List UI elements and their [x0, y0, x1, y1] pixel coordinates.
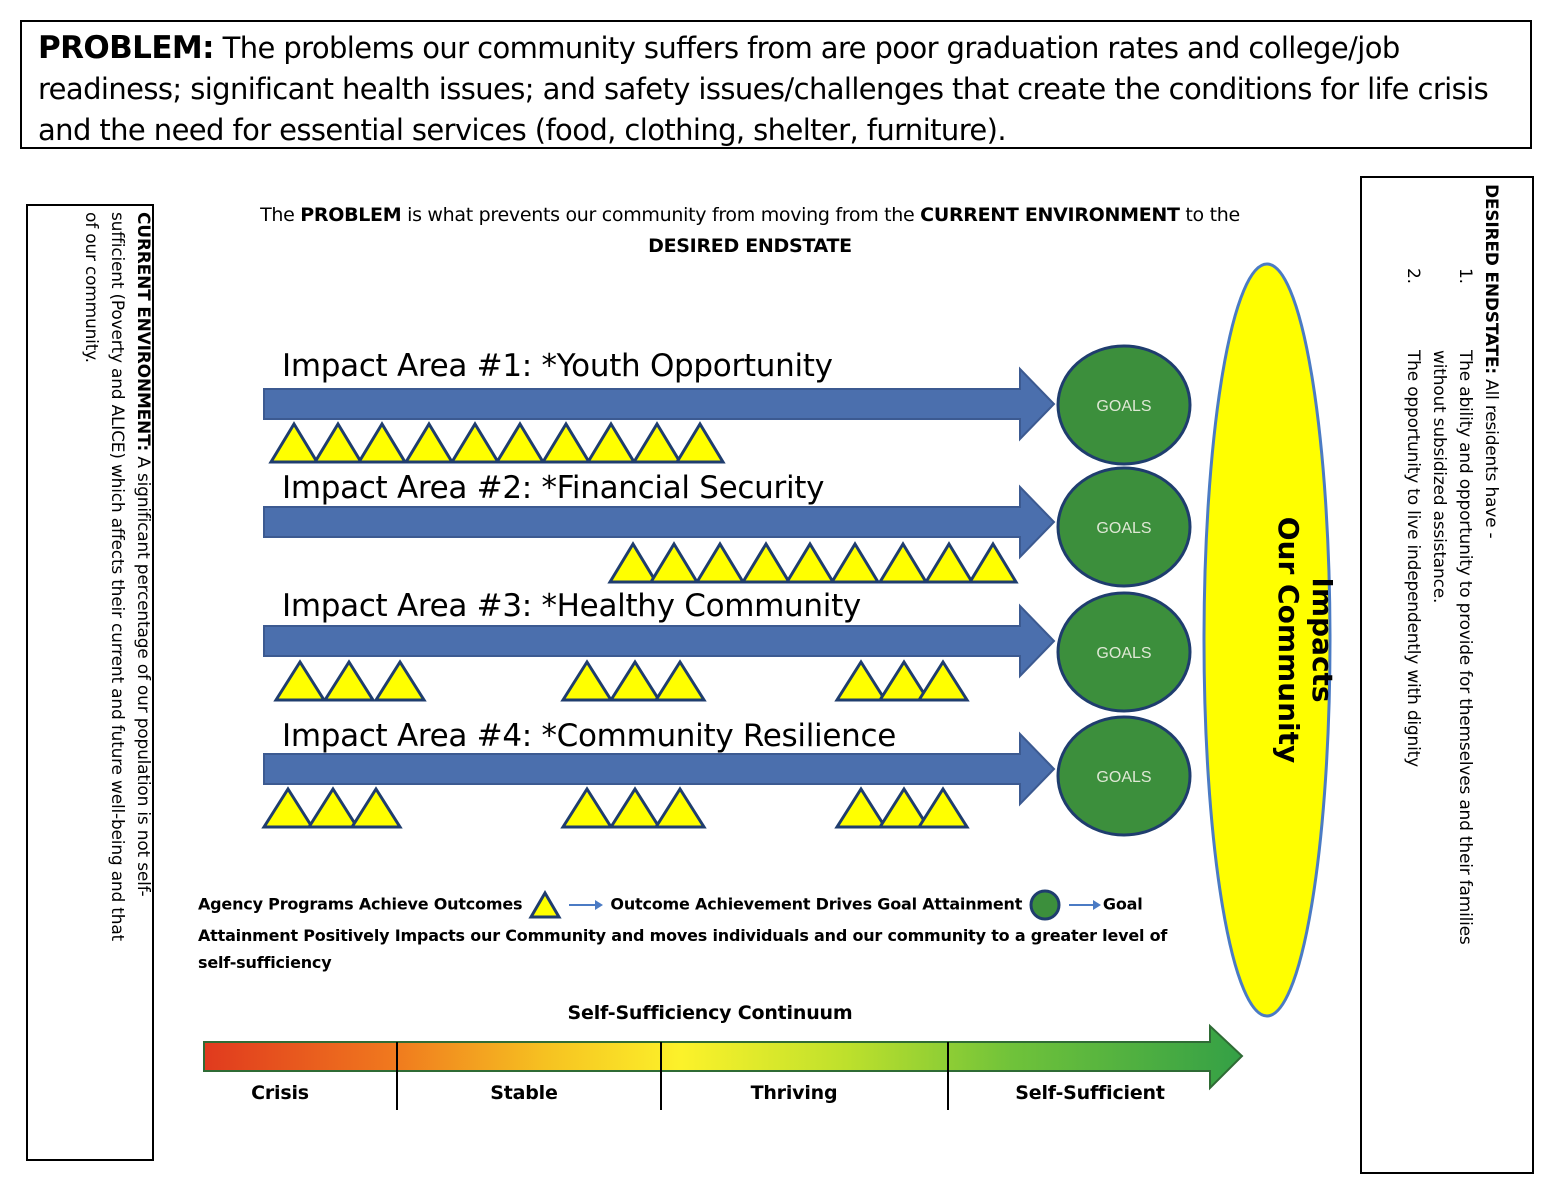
- outcome-triangle: [967, 541, 1019, 584]
- outcome-triangle: [273, 659, 327, 702]
- outcome-triangle: [631, 421, 683, 464]
- problem-box: PROBLEM: The problems our community suff…: [20, 20, 1532, 149]
- goal-label-1: GOALS: [1096, 398, 1151, 415]
- intro-bold-problem: PROBLEM: [300, 204, 402, 226]
- legend-part1: Agency Programs Achieve Outcomes: [198, 894, 523, 914]
- outcome-triangle: [877, 541, 929, 584]
- intro-bold-desired: DESIRED ENDSTATE: [648, 235, 852, 257]
- outcome-triangle: [740, 541, 792, 584]
- outcome-triangle: [916, 659, 970, 702]
- outcome-triangle: [653, 786, 707, 829]
- goal-label-4: GOALS: [1096, 769, 1151, 786]
- outcome-triangle: [674, 421, 726, 464]
- legend-arrow-icon-2: [1068, 900, 1101, 910]
- outcome-triangle: [261, 786, 315, 829]
- goal-label-3: GOALS: [1096, 645, 1151, 662]
- continuum-stage-stable: Stable: [490, 1082, 558, 1104]
- intro-part3: to the: [1179, 204, 1240, 226]
- intro-part1: The: [260, 204, 301, 226]
- goal-circle-3: [1056, 591, 1192, 713]
- outcome-triangles-2: [607, 541, 1019, 584]
- outcome-triangle: [877, 786, 931, 829]
- outcome-triangle: [877, 659, 931, 702]
- outcome-triangle: [585, 421, 637, 464]
- impact-arrow-4: [263, 731, 1056, 807]
- outcome-triangle: [784, 541, 836, 584]
- outcome-triangle: [608, 786, 662, 829]
- legend-goal-circle-icon: [1029, 889, 1061, 921]
- legend-triangle-icon: [528, 890, 562, 919]
- outcome-triangle: [923, 541, 975, 584]
- outcome-triangle: [356, 421, 408, 464]
- outcome-triangle: [349, 786, 403, 829]
- impacts-oval-line2: Our Community: [1272, 516, 1305, 764]
- goal-circle-4: [1056, 715, 1192, 837]
- outcome-triangle: [653, 659, 707, 702]
- impacts-oval-line1: Impacts: [1306, 577, 1339, 703]
- impact-arrow-3: [263, 603, 1056, 679]
- goal-circle-1: [1056, 344, 1192, 466]
- intro-part2: is what prevents our community from movi…: [401, 204, 921, 226]
- outcome-triangle: [560, 659, 614, 702]
- outcome-triangle: [829, 541, 881, 584]
- goal-label-2: GOALS: [1096, 520, 1151, 537]
- outcome-triangles-4: [261, 786, 970, 829]
- self-sufficiency-continuum-arrow: [203, 1023, 1244, 1110]
- outcome-triangles-3: [273, 659, 970, 702]
- intro-bold-current: CURRENT ENVIRONMENT: [920, 204, 1180, 226]
- problem-text: The problems our community suffers from …: [38, 31, 1489, 147]
- problem-label: PROBLEM:: [38, 30, 215, 66]
- impact-arrow-1: [263, 366, 1056, 442]
- outcome-triangle: [373, 659, 427, 702]
- goal-circle-2: [1056, 466, 1192, 588]
- outcome-triangle: [916, 786, 970, 829]
- impact-arrow-2: [263, 484, 1056, 560]
- outcome-triangle: [560, 786, 614, 829]
- impact-area-2-label: Impact Area #2: *Financial Security: [282, 470, 825, 506]
- outcome-triangle: [494, 421, 546, 464]
- outcome-triangle: [834, 659, 888, 702]
- continuum-title: Self-Sufficiency Continuum: [567, 1002, 853, 1024]
- outcome-triangle: [540, 421, 592, 464]
- legend-part2: Outcome Achievement Drives Goal Attainme…: [610, 894, 1023, 914]
- outcome-triangle: [306, 786, 360, 829]
- outcome-triangle: [322, 659, 376, 702]
- outcome-triangle: [834, 786, 888, 829]
- impact-area-1-label: Impact Area #1: *Youth Opportunity: [282, 348, 833, 384]
- continuum-stage-thriving: Thriving: [750, 1082, 838, 1104]
- impacts-oval: [1202, 262, 1332, 1018]
- outcome-triangle: [648, 541, 700, 584]
- outcome-triangle: [694, 541, 746, 584]
- desired-endstate-box: DESIRED ENDSTATE: All residents have - 1…: [1360, 176, 1534, 1174]
- legend-part3: Goal: [1102, 894, 1143, 914]
- outcome-triangle: [312, 421, 364, 464]
- outcome-triangle: [607, 541, 659, 584]
- continuum-stage-crisis: Crisis: [251, 1082, 309, 1104]
- current-environment-box: CURRENT ENVIRONMENT: A significant perce…: [26, 204, 154, 1161]
- outcome-triangle: [403, 421, 455, 464]
- legend: Agency Programs Achieve Outcomes Outcome…: [198, 888, 1198, 976]
- impact-area-3-label: Impact Area #3: *Healthy Community: [282, 588, 861, 624]
- intro-text: The PROBLEM is what prevents our communi…: [180, 200, 1320, 262]
- outcome-triangles-1: [268, 421, 726, 464]
- outcome-triangle: [449, 421, 501, 464]
- outcome-triangle: [268, 421, 320, 464]
- outcome-triangle: [608, 659, 662, 702]
- impact-area-4-label: Impact Area #4: *Community Resilience: [282, 718, 896, 754]
- legend-part4: Attainment Positively Impacts our Commun…: [198, 926, 1168, 972]
- continuum-stage-self-sufficient: Self-Sufficient: [1015, 1082, 1165, 1104]
- impacts-oval-text: Impacts Our Community: [1271, 517, 1339, 764]
- legend-arrow-icon-1: [569, 900, 604, 910]
